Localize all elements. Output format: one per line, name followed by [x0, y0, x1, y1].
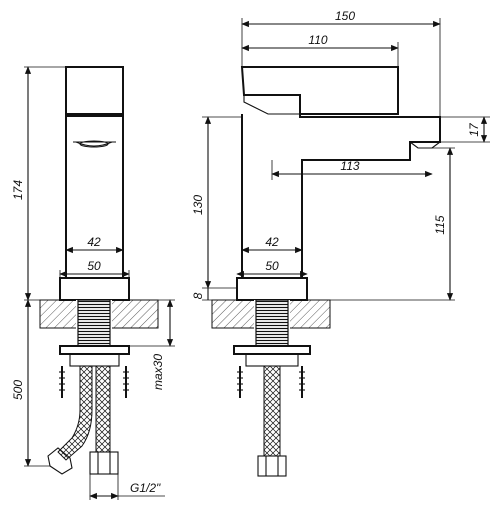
- front-dimensions: 174 500 42 50 max30 G1/2": [11, 66, 175, 500]
- side-view: [211, 66, 441, 477]
- front-hose-left: [57, 365, 93, 461]
- dim-base-thickness: 8: [191, 292, 205, 299]
- dim-base-width-side: 50: [265, 259, 279, 273]
- front-base: [59, 277, 130, 301]
- front-hose-nut-right: [89, 451, 119, 475]
- side-hose-nut: [257, 455, 287, 477]
- front-aerator: [73, 141, 116, 147]
- dim-hose-length: 500: [11, 380, 25, 400]
- dim-total-depth: 150: [335, 9, 355, 23]
- dim-body-width-side: 42: [265, 235, 279, 249]
- front-shank: [77, 299, 111, 347]
- dim-spout-reach: 113: [340, 159, 359, 173]
- side-body-spout: [241, 114, 441, 279]
- dim-total-height: 174: [11, 180, 25, 200]
- dim-handle-length: 110: [308, 33, 327, 47]
- dim-outlet-height: 115: [433, 215, 447, 234]
- dim-spout-offset: 17: [467, 122, 481, 137]
- dim-base-width-front: 50: [87, 259, 101, 273]
- side-shank: [255, 299, 289, 347]
- side-dimensions: 150 110 17 113 130 8 115 42 50: [191, 9, 490, 301]
- dim-thread-size: G1/2": [130, 481, 161, 495]
- dim-max-counter: max30: [151, 354, 165, 390]
- side-base: [236, 277, 308, 301]
- front-handle: [65, 66, 124, 115]
- dim-body-height: 130: [191, 195, 205, 215]
- side-nut: [245, 353, 299, 367]
- front-nut: [69, 353, 120, 367]
- side-handle-lever: [240, 66, 399, 115]
- front-view: [39, 66, 159, 475]
- side-hose: [263, 365, 281, 457]
- dim-body-width-front: 42: [87, 235, 101, 249]
- front-body: [65, 115, 124, 279]
- front-hose-right: [95, 365, 111, 453]
